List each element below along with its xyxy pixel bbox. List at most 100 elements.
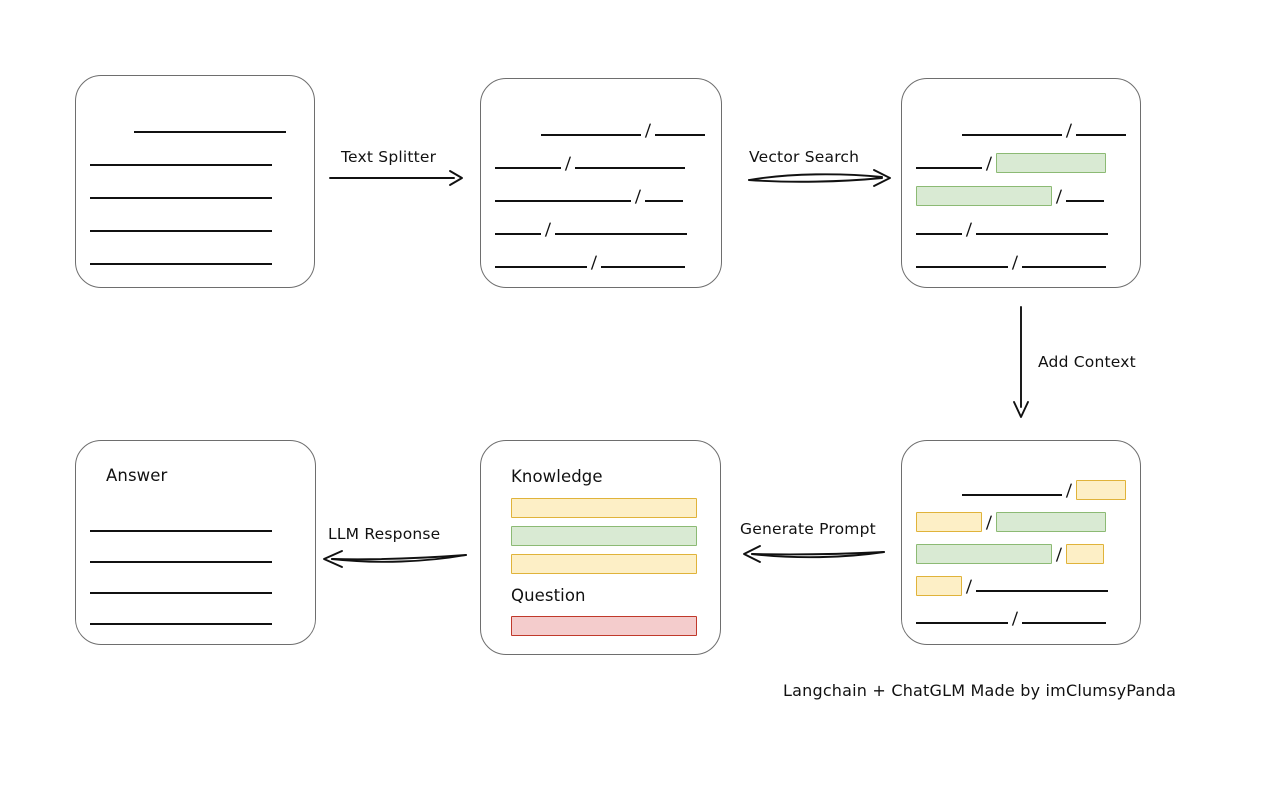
highlight-chunk-green — [916, 186, 1052, 206]
chunk-separator-icon: / — [544, 220, 552, 240]
text-line-segment — [962, 134, 1062, 136]
edge-label-generate-prompt: Generate Prompt — [740, 520, 876, 538]
edge-label-llm-response: LLM Response — [328, 525, 441, 543]
node-source-document[interactable] — [75, 75, 315, 288]
document-line: / — [902, 220, 1140, 240]
node-matched-document[interactable]: / / / / / — [901, 78, 1141, 288]
chunk-separator-icon: / — [564, 154, 572, 174]
text-line-segment — [495, 233, 541, 235]
document-line — [76, 581, 315, 595]
text-line-segment — [962, 494, 1062, 496]
source-document-body — [76, 76, 314, 287]
document-line: / — [481, 121, 721, 141]
text-line-segment — [975, 590, 1108, 592]
text-line-segment — [975, 233, 1108, 235]
document-line: / — [481, 220, 721, 240]
document-line: / — [902, 186, 1140, 207]
text-line-segment — [654, 134, 705, 136]
chunk-separator-icon: / — [644, 121, 652, 141]
document-line: / — [902, 253, 1140, 273]
node-context-document[interactable]: / / / / / — [901, 440, 1141, 645]
text-line-segment — [541, 134, 641, 136]
answer-label: Answer — [106, 466, 168, 485]
document-line — [76, 219, 314, 233]
chunk-separator-icon: / — [965, 220, 973, 240]
text-line-segment — [1075, 134, 1126, 136]
chunk-separator-icon: / — [965, 577, 973, 597]
document-line: / — [481, 187, 721, 207]
text-line-segment — [644, 200, 683, 202]
text-line-segment — [90, 623, 272, 625]
text-line-segment — [574, 167, 685, 169]
text-line-segment — [495, 200, 631, 202]
footer-credit: Langchain + ChatGLM Made by imClumsyPand… — [783, 681, 1177, 700]
text-line-segment — [916, 233, 962, 235]
prompt-bar-yellow — [511, 554, 697, 574]
knowledge-label: Knowledge — [511, 467, 603, 486]
text-line-segment — [1021, 622, 1106, 624]
text-line-segment — [90, 592, 272, 594]
text-line-segment — [495, 167, 561, 169]
text-line-segment — [600, 266, 685, 268]
document-line: / — [902, 121, 1140, 141]
document-line: / — [902, 153, 1140, 174]
document-line: / — [481, 154, 721, 174]
highlight-chunk-green — [995, 153, 1106, 173]
edge-label-text-splitter: Text Splitter — [341, 148, 437, 166]
question-bars — [481, 441, 720, 654]
matched-document-body: / / / / / — [902, 79, 1140, 287]
document-line: / — [902, 480, 1140, 501]
highlight-chunk-yellow — [1075, 480, 1126, 500]
text-line-segment — [90, 230, 272, 232]
edge-label-add-context: Add Context — [1038, 353, 1136, 371]
text-line-segment — [134, 131, 286, 133]
text-line-segment — [495, 266, 587, 268]
edge-arrow-text-splitter — [329, 170, 463, 186]
edge-arrow-vector-search — [748, 169, 891, 187]
edge-label-vector-search: Vector Search — [749, 148, 860, 166]
document-line — [76, 612, 315, 626]
highlight-chunk-yellow — [916, 576, 962, 596]
chunk-separator-icon: / — [1065, 121, 1073, 141]
text-line-segment — [90, 263, 272, 265]
highlight-chunk-yellow — [916, 512, 982, 532]
highlight-chunk-yellow — [1065, 544, 1104, 564]
text-line-segment — [90, 561, 272, 563]
text-line-segment — [554, 233, 687, 235]
document-line: / — [902, 609, 1140, 629]
document-line: / — [902, 576, 1140, 597]
highlight-chunk-green — [916, 544, 1052, 564]
text-line-segment — [1065, 200, 1104, 202]
document-line — [76, 153, 314, 167]
document-line: / — [902, 544, 1140, 565]
text-line-segment — [1021, 266, 1106, 268]
context-document-body: / / / / / — [902, 441, 1140, 644]
document-line — [76, 550, 315, 564]
text-line-segment — [916, 622, 1008, 624]
knowledge-bars — [481, 441, 720, 654]
prompt-bar-yellow — [511, 498, 697, 518]
chunk-separator-icon: / — [985, 154, 993, 174]
edge-arrow-generate-prompt — [743, 545, 885, 563]
chunk-separator-icon: / — [1011, 253, 1019, 273]
chunk-separator-icon: / — [985, 513, 993, 533]
text-line-segment — [916, 266, 1008, 268]
chunk-separator-icon: / — [634, 187, 642, 207]
document-line — [76, 519, 315, 533]
document-line — [76, 186, 314, 200]
text-line-segment — [90, 197, 272, 199]
chunk-separator-icon: / — [1065, 481, 1073, 501]
node-prompt[interactable]: Knowledge Question — [480, 440, 721, 655]
document-line — [76, 120, 314, 134]
node-split-document[interactable]: / / / / / — [480, 78, 722, 288]
text-line-segment — [90, 530, 272, 532]
question-label: Question — [511, 586, 586, 605]
node-answer[interactable]: Answer — [75, 440, 316, 645]
text-line-segment — [916, 167, 982, 169]
chunk-separator-icon: / — [590, 253, 598, 273]
chunk-separator-icon: / — [1011, 609, 1019, 629]
document-line: / — [481, 253, 721, 273]
split-document-body: / / / / / — [481, 79, 721, 287]
chunk-separator-icon: / — [1055, 187, 1063, 207]
chunk-separator-icon: / — [1055, 545, 1063, 565]
